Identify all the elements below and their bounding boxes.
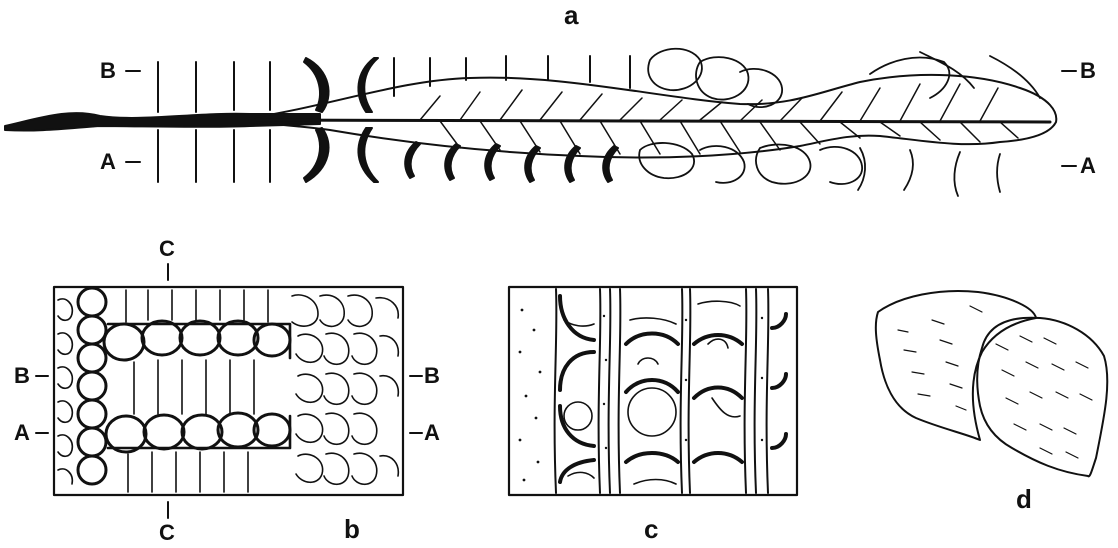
panel-a-marker-a-left: A [100, 151, 116, 173]
panel-a-marker-a-right: A [1080, 155, 1096, 177]
panel-b-marker-b-right: B [424, 365, 440, 387]
panel-a-stem [5, 113, 320, 130]
panel-b-marker-a-right: A [424, 422, 440, 444]
panel-d-drawing [876, 291, 1107, 476]
panel-a-veins [420, 84, 1018, 154]
panel-b-left-edge [58, 299, 72, 484]
panel-b-drawing [36, 264, 422, 518]
panel-a-marker-b-right: B [1080, 60, 1096, 82]
panel-b-label: b [344, 516, 360, 542]
panel-b-marker-b-left: B [14, 365, 30, 387]
panel-a-ticks-top [158, 56, 630, 112]
panel-c-label: c [644, 516, 658, 542]
panel-b-marker-c-top: C [159, 238, 175, 260]
panel-a-leaf [250, 75, 1056, 158]
panel-c-thin [564, 301, 740, 484]
panel-d-label: d [1016, 486, 1032, 512]
panel-b-bracket [108, 324, 290, 448]
panel-b-chain-bottom [106, 413, 290, 452]
panel-b-mesh [292, 295, 398, 484]
panel-a-label: a [564, 2, 578, 28]
panel-c-drawing [509, 287, 797, 495]
panel-a-marker-b-left: B [100, 60, 116, 82]
panel-d-right-leaf [977, 318, 1107, 477]
panel-b-cell-column [78, 288, 106, 484]
panel-a-midrib [250, 120, 1050, 122]
panel-b-chain-top [104, 321, 290, 360]
panel-a-drawing [5, 49, 1056, 196]
panel-b-marker-c-bottom: C [159, 522, 175, 544]
panel-a-ticks-bottom [158, 130, 270, 182]
panel-b-marker-a-left: A [14, 422, 30, 444]
